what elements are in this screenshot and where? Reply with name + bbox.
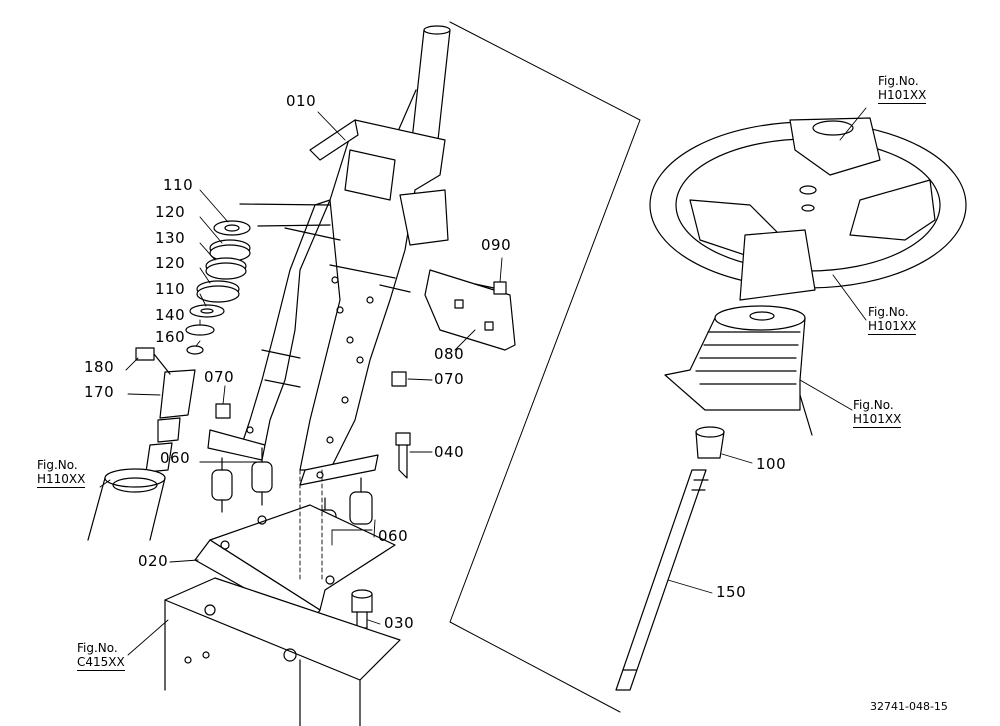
bolt-030 — [351, 589, 373, 629]
drawing-code: 32741-048-15 — [870, 700, 948, 713]
figref-wheel-top[interactable]: Fig.No. H101XX — [878, 74, 927, 104]
figref-number[interactable]: H110XX — [37, 472, 86, 488]
bolt-040 — [395, 432, 411, 479]
column-tube — [391, 25, 451, 146]
figref-frame[interactable]: Fig.No. C415XX — [77, 641, 125, 671]
callout-120-bottom: 120 — [155, 254, 186, 272]
figref-label: Fig.No. — [77, 641, 118, 655]
figref-number[interactable]: H101XX — [878, 88, 927, 104]
figref-number[interactable]: H101XX — [853, 412, 902, 428]
bushing-100 — [695, 426, 725, 459]
figref-number[interactable]: H101XX — [868, 319, 917, 335]
callout-150: 150 — [716, 583, 747, 601]
figref-boot[interactable]: Fig.No. H101XX — [853, 398, 902, 428]
lower-shaft — [87, 468, 166, 541]
callout-090: 090 — [481, 236, 512, 254]
callout-170: 170 — [84, 383, 115, 401]
steering-wheel — [649, 117, 967, 301]
callout-030: 030 — [384, 614, 415, 632]
figref-wheel-hub[interactable]: Fig.No. H101XX — [868, 305, 917, 335]
group-boundary — [449, 21, 641, 713]
leader-dashed — [299, 469, 323, 581]
bracket-plate — [424, 269, 516, 351]
callout-070-right: 070 — [434, 370, 465, 388]
callout-160: 160 — [155, 328, 186, 346]
figref-label: Fig.No. — [868, 305, 909, 319]
callout-070-left: 070 — [204, 368, 235, 386]
callout-060-right: 060 — [378, 527, 409, 545]
callout-040: 040 — [434, 443, 465, 461]
universal-joint — [135, 347, 196, 473]
callout-020: 020 — [138, 552, 169, 570]
column-boot — [664, 305, 813, 436]
frame-box — [164, 577, 401, 726]
callout-110-top: 110 — [163, 176, 194, 194]
figref-shaft-left[interactable]: Fig.No. H110XX — [37, 458, 86, 488]
figref-label: Fig.No. — [878, 74, 919, 88]
figref-label: Fig.No. — [37, 458, 78, 472]
callout-130: 130 — [155, 229, 186, 247]
callout-100: 100 — [756, 455, 787, 473]
leader-lines — [99, 107, 867, 656]
callout-080: 080 — [434, 345, 465, 363]
steering-shaft — [615, 469, 709, 691]
callout-120-top: 120 — [155, 203, 186, 221]
figref-label: Fig.No. — [853, 398, 894, 412]
callout-140: 140 — [155, 306, 186, 324]
callout-110-bottom: 110 — [155, 280, 186, 298]
figref-number[interactable]: C415XX — [77, 655, 125, 671]
bearing-stack — [185, 203, 331, 355]
callout-010: 010 — [286, 92, 317, 110]
callout-060-left: 060 — [160, 449, 191, 467]
callout-180: 180 — [84, 358, 115, 376]
column-bracket — [207, 119, 449, 486]
